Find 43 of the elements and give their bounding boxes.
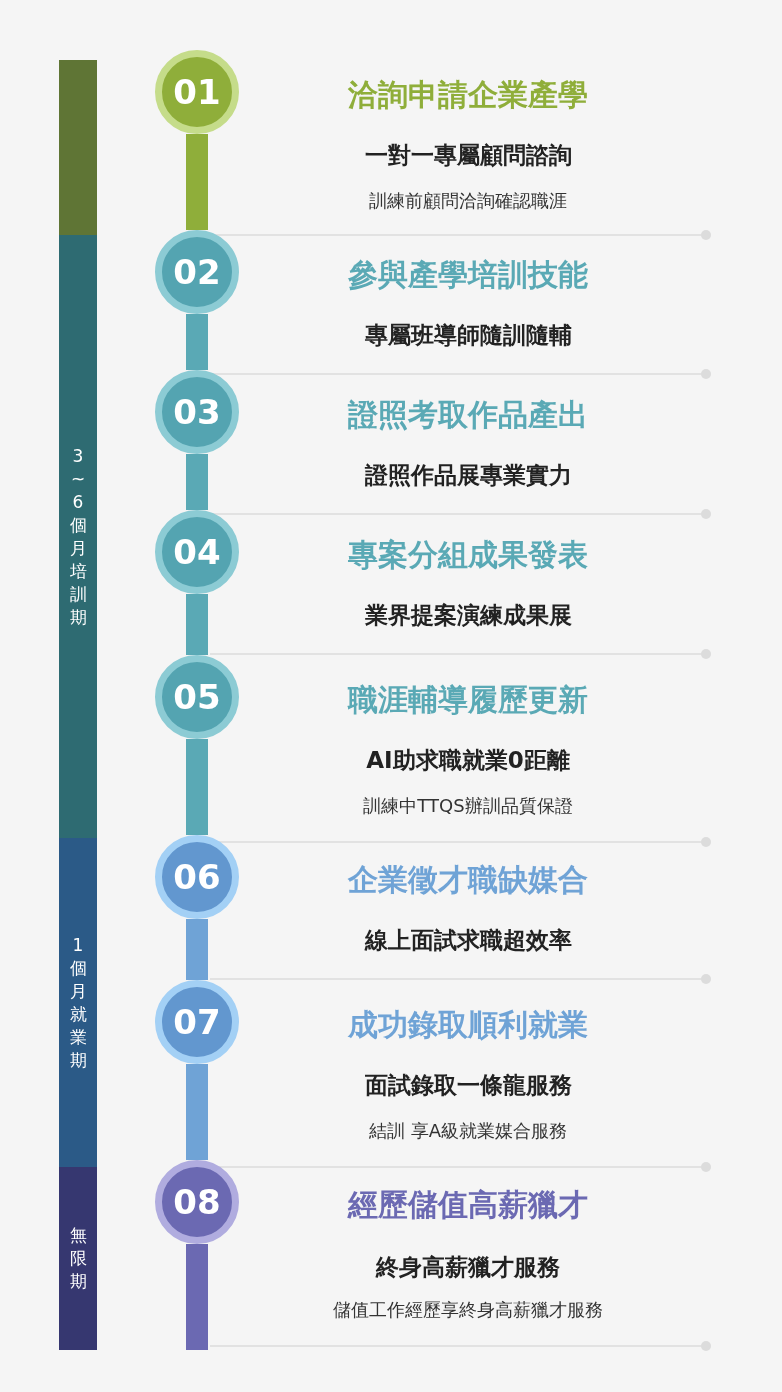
timeline-line: [186, 314, 208, 370]
period-label: 無限期: [68, 1224, 88, 1293]
step-subtitle: 線上面試求職超效率: [363, 925, 573, 955]
step-title: 成功錄取順利就業: [347, 1006, 589, 1044]
step-circle: 04: [155, 510, 239, 594]
step-circle: 07: [155, 980, 239, 1064]
step-subtitle: 業界提案演練成果展: [363, 600, 573, 630]
step-circle: 08: [155, 1160, 239, 1244]
step-title: 職涯輔導履歷更新: [346, 681, 589, 719]
timeline-line: [186, 919, 208, 980]
period-bar: [59, 235, 97, 838]
step-circle: 05: [155, 655, 239, 739]
step-title: 經歷儲值高薪獵才: [346, 1186, 589, 1224]
step-title: 參與產學培訓技能: [347, 256, 589, 294]
period-bar: [59, 60, 97, 235]
step-note: 結訓 享A級就業媒合服務: [367, 1119, 568, 1144]
step-subtitle: 專屬班導師隨訓隨輔: [363, 320, 573, 350]
timeline-line: [186, 594, 208, 655]
step-circle: 02: [155, 230, 239, 314]
period-bar: [59, 1167, 97, 1350]
timeline-line: [186, 1064, 208, 1160]
step-title: 洽詢申請企業產學: [347, 76, 589, 114]
period-label: 3~6個月培訓期: [68, 444, 88, 629]
step-circle: 01: [155, 50, 239, 134]
period-label: 1個月就業期: [68, 933, 88, 1072]
step-circle: 03: [155, 370, 239, 454]
timeline-line: [186, 134, 208, 230]
step-subtitle: 終身高薪獵才服務: [374, 1252, 561, 1282]
step-note: 訓練前顧問洽詢確認職涯: [368, 189, 568, 214]
timeline-line: [186, 1244, 208, 1350]
step-subtitle: 一對一專屬顧問諮詢: [363, 140, 573, 170]
step-title: 證照考取作品產出: [346, 396, 589, 434]
step-note: 訓練中TTQS辦訓品質保證: [362, 794, 574, 819]
step-subtitle: 面試錄取一條龍服務: [363, 1070, 573, 1100]
step-subtitle: AI助求職就業0距離: [365, 745, 571, 775]
timeline-line: [186, 739, 208, 835]
step-circle: 06: [155, 835, 239, 919]
step-title: 專案分組成果發表: [347, 536, 589, 574]
timeline-line: [186, 454, 208, 510]
step-title: 企業徵才職缺媒合: [347, 861, 589, 899]
step-subtitle: 證照作品展專業實力: [363, 460, 573, 490]
period-bar: [59, 838, 97, 1167]
step-note: 儲值工作經歷享終身高薪獵才服務: [332, 1298, 604, 1323]
